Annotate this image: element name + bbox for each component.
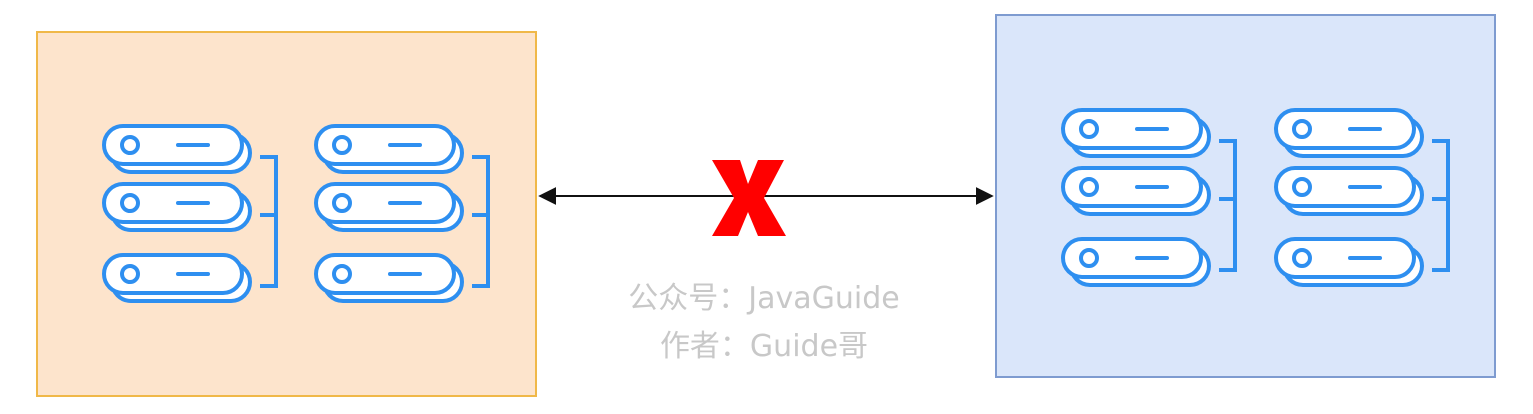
server-icon xyxy=(314,182,464,232)
group-bracket xyxy=(1219,139,1237,272)
server-icon xyxy=(314,124,464,174)
blocked-x-icon xyxy=(712,160,786,236)
server-icon xyxy=(1274,108,1424,158)
server-icon xyxy=(1061,108,1211,158)
group-bracket xyxy=(1432,139,1450,272)
server-icon xyxy=(1274,237,1424,287)
server-icon xyxy=(314,253,464,303)
cluster-b xyxy=(995,14,1496,378)
server-icon xyxy=(1061,166,1211,216)
cluster-a-servers xyxy=(102,124,490,303)
group-bracket xyxy=(472,155,490,288)
server-icon xyxy=(1061,237,1211,287)
group-bracket xyxy=(260,155,278,288)
server-icon xyxy=(1274,166,1424,216)
cluster-b-servers xyxy=(1061,108,1450,287)
server-group xyxy=(1274,108,1450,287)
server-group xyxy=(1061,108,1237,287)
watermark-line1: 公众号：JavaGuide xyxy=(628,281,899,316)
server-group xyxy=(102,124,278,303)
watermark-line2: 作者：Guide哥 xyxy=(660,329,868,364)
server-group xyxy=(314,124,490,303)
server-icon xyxy=(102,253,252,303)
server-icon xyxy=(102,182,252,232)
cluster-a xyxy=(36,31,537,397)
server-icon xyxy=(102,124,252,174)
